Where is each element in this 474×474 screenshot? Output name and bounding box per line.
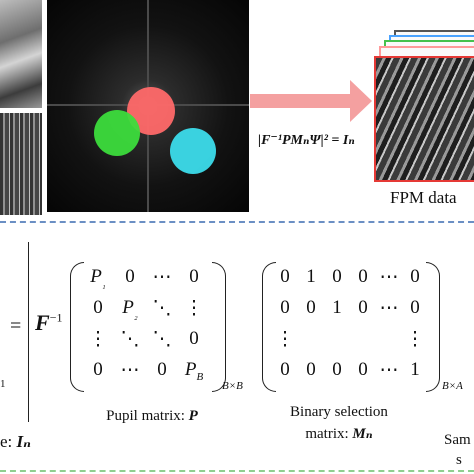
binary-matrix-cell-3-1: 0 (306, 359, 316, 380)
binary-matrix-cell-0-4: ⋯ (379, 267, 399, 288)
left-fragment: 1 (0, 378, 6, 390)
pupil-matrix-cell-3-1: ⋯ (120, 360, 140, 381)
binary-matrix-cell-3-2: 0 (332, 359, 342, 380)
binary-matrix-cell-1-5: 0 (410, 297, 420, 318)
pupil-matrix-caption: Pupil matrix: P (106, 408, 198, 424)
pupil-matrix-cell-0-3: 0 (189, 266, 199, 287)
pupil-matrix-cell-0-2: ⋯ (152, 267, 172, 288)
fpm-image-front (374, 56, 474, 182)
pupil-circle-cyan (170, 128, 216, 174)
panel-divider (0, 221, 474, 223)
binary-matrix-cell-3-5: 1 (410, 359, 420, 380)
fpm-data-label: FPM data (390, 188, 457, 207)
binary-matrix-cell-0-2: 0 (332, 266, 342, 287)
pupil-matrix-cell-2-2: ⋱ (152, 329, 172, 350)
binary-matrix-cell-3-0: 0 (280, 359, 290, 380)
right-caption-fragment-2: s (456, 452, 462, 468)
arrow-right-icon (350, 80, 372, 122)
pupil-matrix-cell-0-1: 0 (125, 266, 135, 287)
pupil-matrix-cell-1-2: ⋱ (152, 298, 172, 319)
arrow-shaft (250, 94, 352, 108)
binary-matrix-cell-1-3: 0 (358, 297, 368, 318)
binary-matrix-cell-1-2: 1 (332, 297, 342, 318)
pupil-matrix-cell-2-1: ⋱ (120, 329, 140, 350)
binary-matrix-cell-2-0: ⋮ (275, 329, 295, 350)
sample-photo-bottom (0, 113, 42, 215)
pupil-matrix-cell-3-2: 0 (157, 359, 167, 380)
forward-model-formula: |F⁻¹PMₙΨ|² = Iₙ (258, 133, 355, 148)
binary-matrix-cell-0-5: 0 (410, 266, 420, 287)
binary-matrix-caption-line2: matrix: Mₙ (305, 426, 373, 442)
pupil-matrix-cell-0-0: P₁ (90, 266, 106, 290)
inverse-fourier-operator: F−1 (35, 310, 63, 335)
binary-matrix-cell-1-4: ⋯ (379, 298, 399, 319)
equals-sign: = (10, 315, 22, 337)
binary-matrix-dimension: B×A (442, 380, 463, 392)
binary-matrix-cell-3-3: 0 (358, 359, 368, 380)
binary-matrix-cell-0-1: 1 (306, 266, 316, 287)
left-bracket-line (28, 242, 29, 422)
pupil-circle-green (94, 110, 140, 156)
pupil-matrix-cell-1-1: P₂ (122, 297, 138, 321)
right-caption-fragment-1: Sam (444, 432, 471, 448)
pupil-matrix-dimension: B×B (222, 380, 243, 392)
binary-matrix-right-paren (426, 262, 440, 392)
sample-photo-top (0, 0, 42, 108)
binary-matrix-cell-3-4: ⋯ (379, 360, 399, 381)
pupil-matrix-cell-1-3: ⋮ (184, 298, 204, 319)
pupil-matrix-cell-2-0: ⋮ (88, 329, 108, 350)
binary-matrix-cell-0-0: 0 (280, 266, 290, 287)
binary-matrix-cell-1-1: 0 (306, 297, 316, 318)
binary-matrix-cell-0-3: 0 (358, 266, 368, 287)
binary-matrix-caption-line1: Binary selection (290, 404, 388, 420)
pupil-matrix-cell-1-0: 0 (93, 297, 103, 318)
bottom-divider (0, 470, 474, 472)
pupil-matrix-right-paren (212, 262, 226, 392)
binary-matrix-cell-2-5: ⋮ (405, 329, 425, 350)
binary-matrix-cell-1-0: 0 (280, 297, 290, 318)
pupil-matrix-cell-2-3: 0 (189, 328, 199, 349)
pupil-matrix-cell-3-3: PB (184, 359, 204, 383)
pupil-matrix-cell-3-0: 0 (93, 359, 103, 380)
left-caption: e: Iₙ (0, 432, 31, 451)
